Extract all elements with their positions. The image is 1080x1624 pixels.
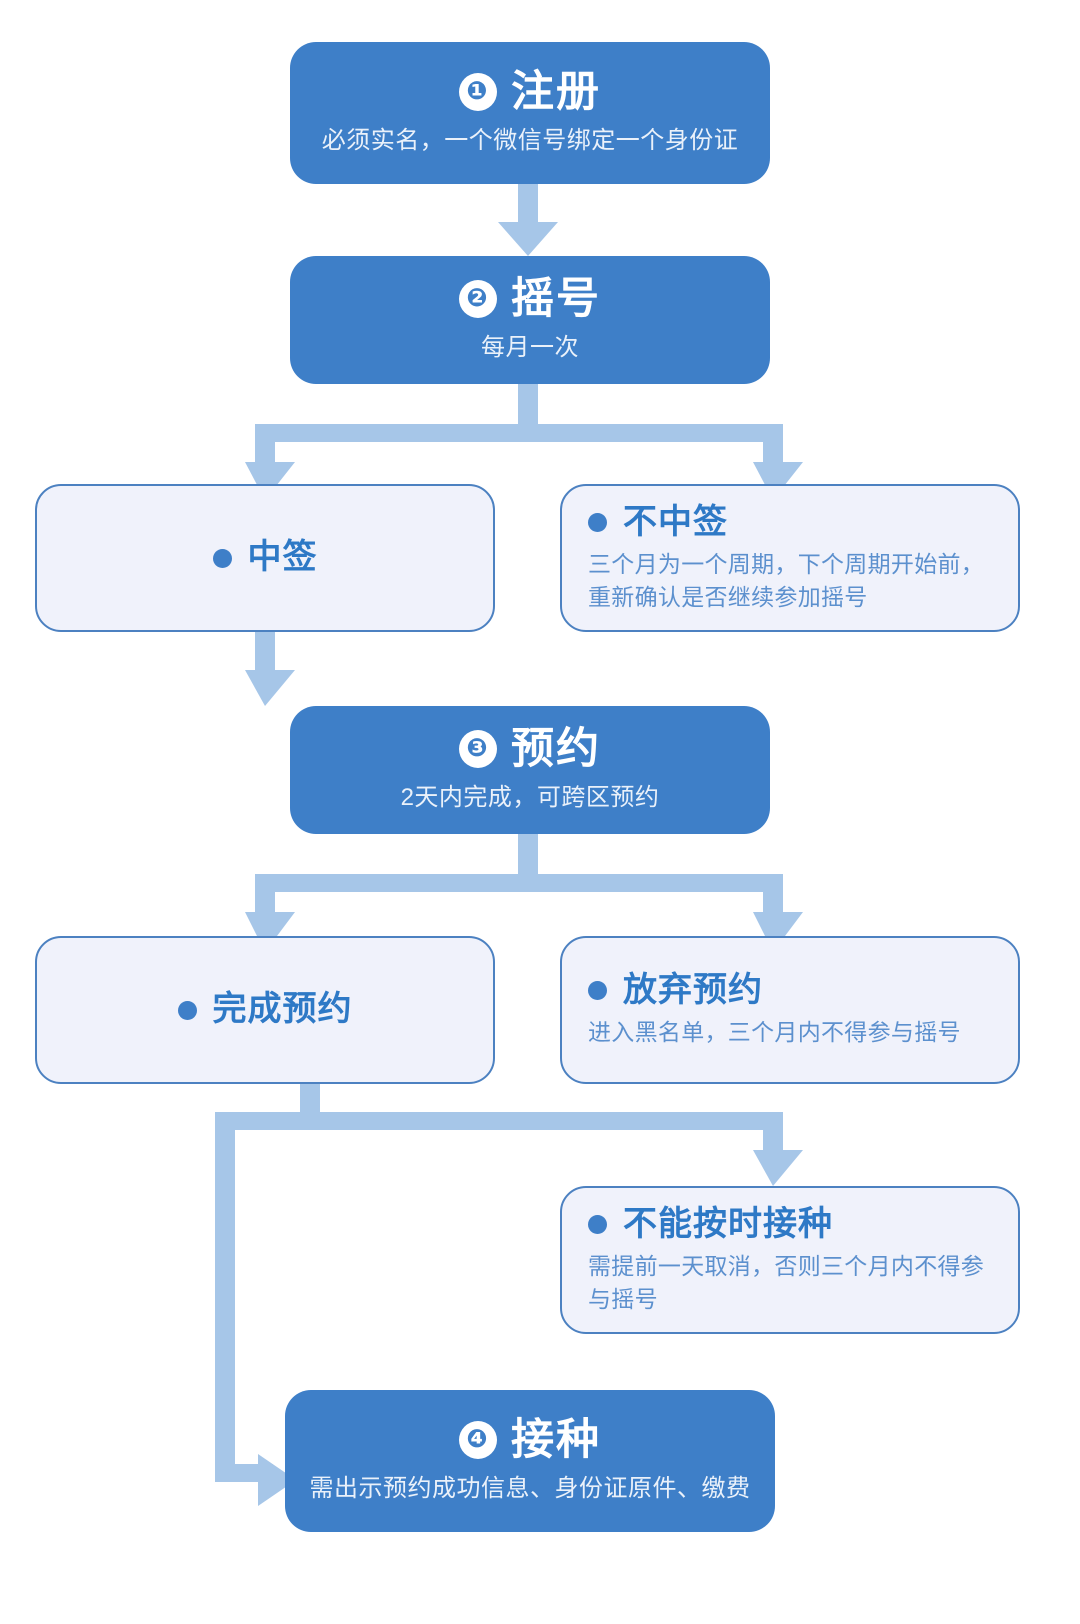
step-number-badge-1: ❶ xyxy=(459,73,497,112)
step-title-register: ❶ 注册 xyxy=(459,67,601,116)
branch-label-give-up: 放弃预约 xyxy=(623,971,763,1010)
step-box-vaccinate[interactable]: ❹ 接种 需出示预约成功信息、身份证原件、缴费 xyxy=(285,1390,775,1532)
step-number-badge-4: ❹ xyxy=(459,1421,497,1460)
branch-subtitle-not-win: 三个月为一个周期，下个周期开始前，重新确认是否继续参加摇号 xyxy=(588,550,985,610)
step-label-register: 注册 xyxy=(511,67,601,116)
step-number-badge-2: ❷ xyxy=(459,280,497,319)
step-title-lottery: ❷ 摇号 xyxy=(459,274,601,323)
step-label-appointment: 预约 xyxy=(511,724,601,773)
branch-box-late[interactable]: 不能按时接种 需提前一天取消，否则三个月内不得参与摇号 xyxy=(560,1186,1020,1334)
step-subtitle-vaccinate: 需出示预约成功信息、身份证原件、缴费 xyxy=(309,1474,751,1502)
branch-content-done: 完成预约 xyxy=(37,990,493,1029)
branch-subtitle-give-up: 进入黑名单，三个月内不得参与摇号 xyxy=(588,1019,961,1046)
step-box-appointment[interactable]: ❸ 预约 2天内完成，可跨区预约 xyxy=(290,706,770,834)
branch-box-win[interactable]: 中签 xyxy=(35,484,495,632)
branch-label-win: 中签 xyxy=(247,538,318,577)
branch-title-done: 完成预约 xyxy=(37,990,493,1029)
step-title-appointment: ❸ 预约 xyxy=(459,724,601,773)
branch-content-not-win: 不中签 三个月为一个周期，下个周期开始前，重新确认是否继续参加摇号 xyxy=(562,503,1018,613)
step-subtitle-register: 必须实名，一个微信号绑定一个身份证 xyxy=(321,126,739,154)
step-title-vaccinate: ❹ 接种 xyxy=(459,1415,601,1464)
step-label-vaccinate: 接种 xyxy=(511,1415,601,1464)
branch-subtitle-late: 需提前一天取消，否则三个月内不得参与摇号 xyxy=(588,1252,985,1312)
step-label-lottery: 摇号 xyxy=(511,274,601,323)
step-number-badge-3: ❸ xyxy=(459,730,497,769)
branch-title-late: 不能按时接种 xyxy=(588,1205,992,1244)
branch-content-give-up: 放弃预约 进入黑名单，三个月内不得参与摇号 xyxy=(562,971,1018,1049)
step-box-lottery[interactable]: ❷ 摇号 每月一次 xyxy=(290,256,770,384)
bullet-dot-icon xyxy=(588,512,607,532)
connector-win-to-appointment xyxy=(245,632,295,706)
bullet-dot-icon xyxy=(588,981,607,1001)
branch-content-win: 中签 xyxy=(37,538,493,577)
connector-register-to-lottery xyxy=(498,184,558,256)
branch-label-not-win: 不中签 xyxy=(623,502,728,541)
step-box-register[interactable]: ❶ 注册 必须实名，一个微信号绑定一个身份证 xyxy=(290,42,770,184)
connector-appointment-split xyxy=(245,834,803,952)
branch-content-late: 不能按时接种 需提前一天取消，否则三个月内不得参与摇号 xyxy=(562,1205,1018,1315)
branch-box-done[interactable]: 完成预约 xyxy=(35,936,495,1084)
branch-box-give-up[interactable]: 放弃预约 进入黑名单，三个月内不得参与摇号 xyxy=(560,936,1020,1084)
bullet-dot-icon xyxy=(177,1000,197,1020)
step-subtitle-lottery: 每月一次 xyxy=(481,333,579,361)
branch-title-win: 中签 xyxy=(37,538,493,577)
branch-label-late: 不能按时接种 xyxy=(623,1204,833,1243)
branch-title-give-up: 放弃预约 xyxy=(588,971,992,1010)
bullet-dot-icon xyxy=(588,1214,607,1234)
branch-title-not-win: 不中签 xyxy=(588,503,992,542)
step-subtitle-appointment: 2天内完成，可跨区预约 xyxy=(400,783,660,811)
branch-box-not-win[interactable]: 不中签 三个月为一个周期，下个周期开始前，重新确认是否继续参加摇号 xyxy=(560,484,1020,632)
branch-label-done: 完成预约 xyxy=(212,990,353,1029)
bullet-dot-icon xyxy=(212,548,232,568)
connector-lottery-split xyxy=(245,384,803,500)
